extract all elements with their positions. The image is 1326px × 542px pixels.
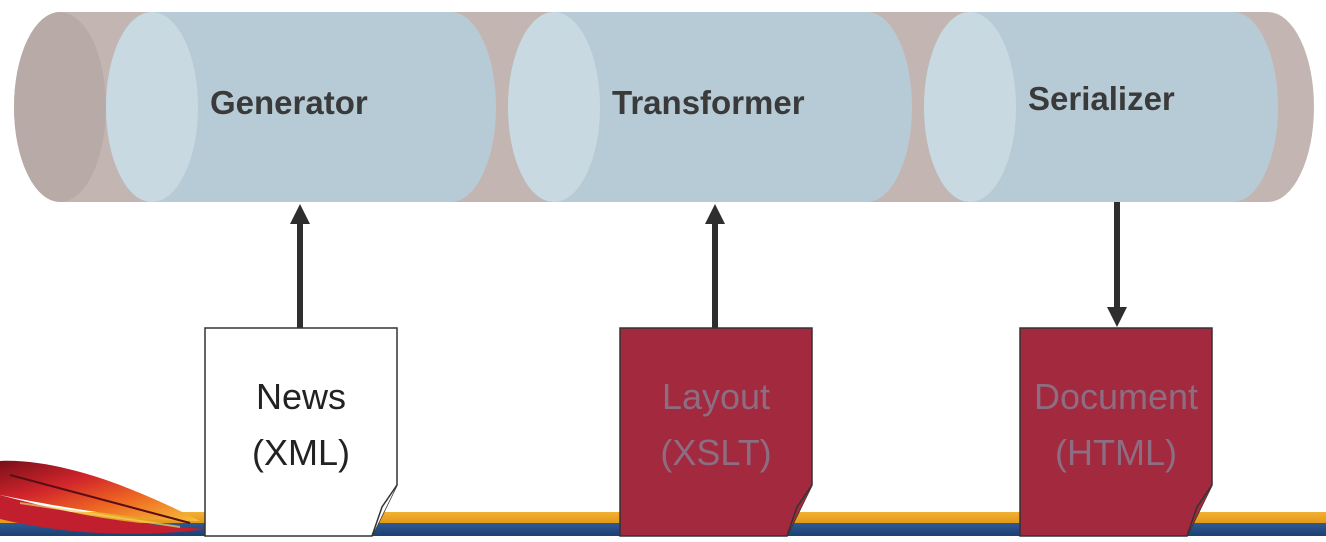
stage-transformer-face (508, 12, 600, 202)
stage-serializer (924, 12, 1278, 202)
document-html-name: Document (1033, 376, 1199, 417)
arrow-news-to-generator (297, 222, 303, 330)
document-layout: Layout (XSLT) (619, 327, 813, 542)
document-news-name: News (255, 376, 347, 417)
arrow-serializer-to-document (1114, 202, 1120, 308)
arrow-head-generator (290, 204, 310, 224)
arrow-layout-to-transformer (712, 222, 718, 330)
document-news: News (XML) (204, 327, 398, 542)
document-layout-name: Layout (661, 376, 771, 417)
stage-label-serializer: Serializer (1028, 80, 1175, 117)
stage-generator (106, 12, 496, 202)
feather-logo (0, 460, 205, 534)
stage-label-generator: Generator (210, 84, 368, 121)
document-html-format: (HTML) (1055, 432, 1177, 473)
document-layout-shape (619, 327, 813, 537)
arrow-head-transformer (705, 204, 725, 224)
stage-serializer-face (924, 12, 1016, 202)
document-layout-format: (XSLT) (660, 432, 772, 473)
stage-label-transformer: Transformer (612, 84, 805, 121)
document-html: Document (HTML) (1019, 327, 1213, 542)
stage-transformer (508, 12, 912, 202)
document-news-format: (XML) (252, 432, 350, 473)
pipeline-tube-left-cap (14, 12, 106, 202)
stage-generator-face (106, 12, 198, 202)
arrow-head-document (1107, 307, 1127, 327)
document-news-shape (204, 327, 398, 537)
document-html-shape (1019, 327, 1213, 537)
